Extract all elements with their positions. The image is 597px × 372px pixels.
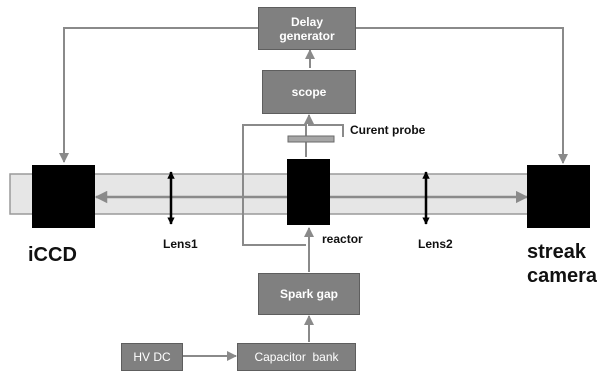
streak-label-line2: camera	[527, 265, 597, 287]
spark-gap-label: Spark gap	[279, 287, 339, 301]
spark-gap-block: Spark gap	[258, 273, 360, 315]
current-probe-label: Curent probe	[350, 123, 426, 137]
lens1-label: Lens1	[163, 237, 198, 251]
hv-dc-block: HV DC	[121, 343, 183, 371]
scope-block: scope	[262, 70, 356, 114]
reactor-label: reactor	[322, 232, 363, 246]
delay-to-iccd-line	[59, 27, 258, 163]
delay-generator-block: Delay generator	[258, 7, 356, 50]
iccd-camera	[32, 165, 95, 228]
reactor-box	[287, 159, 330, 225]
scope-label: scope	[291, 85, 327, 99]
lens2-label: Lens2	[418, 237, 453, 251]
delay-generator-label-line1: Delay	[290, 14, 323, 29]
streak-camera	[527, 165, 590, 228]
delay-to-streak-line	[356, 27, 568, 164]
current-probe	[287, 135, 335, 143]
streak-camera-label: streak camera	[527, 240, 597, 288]
streak-label-line1: streak	[527, 241, 586, 263]
probe-to-scope-line	[304, 114, 344, 137]
capacitor-bank-label: Capacitor bank	[254, 350, 339, 364]
iccd-label: iCCD	[28, 244, 77, 266]
hv-dc-label: HV DC	[133, 350, 171, 364]
capacitor-bank-block: Capacitor bank	[237, 343, 356, 371]
delay-generator-label-line2: generator	[279, 28, 335, 43]
